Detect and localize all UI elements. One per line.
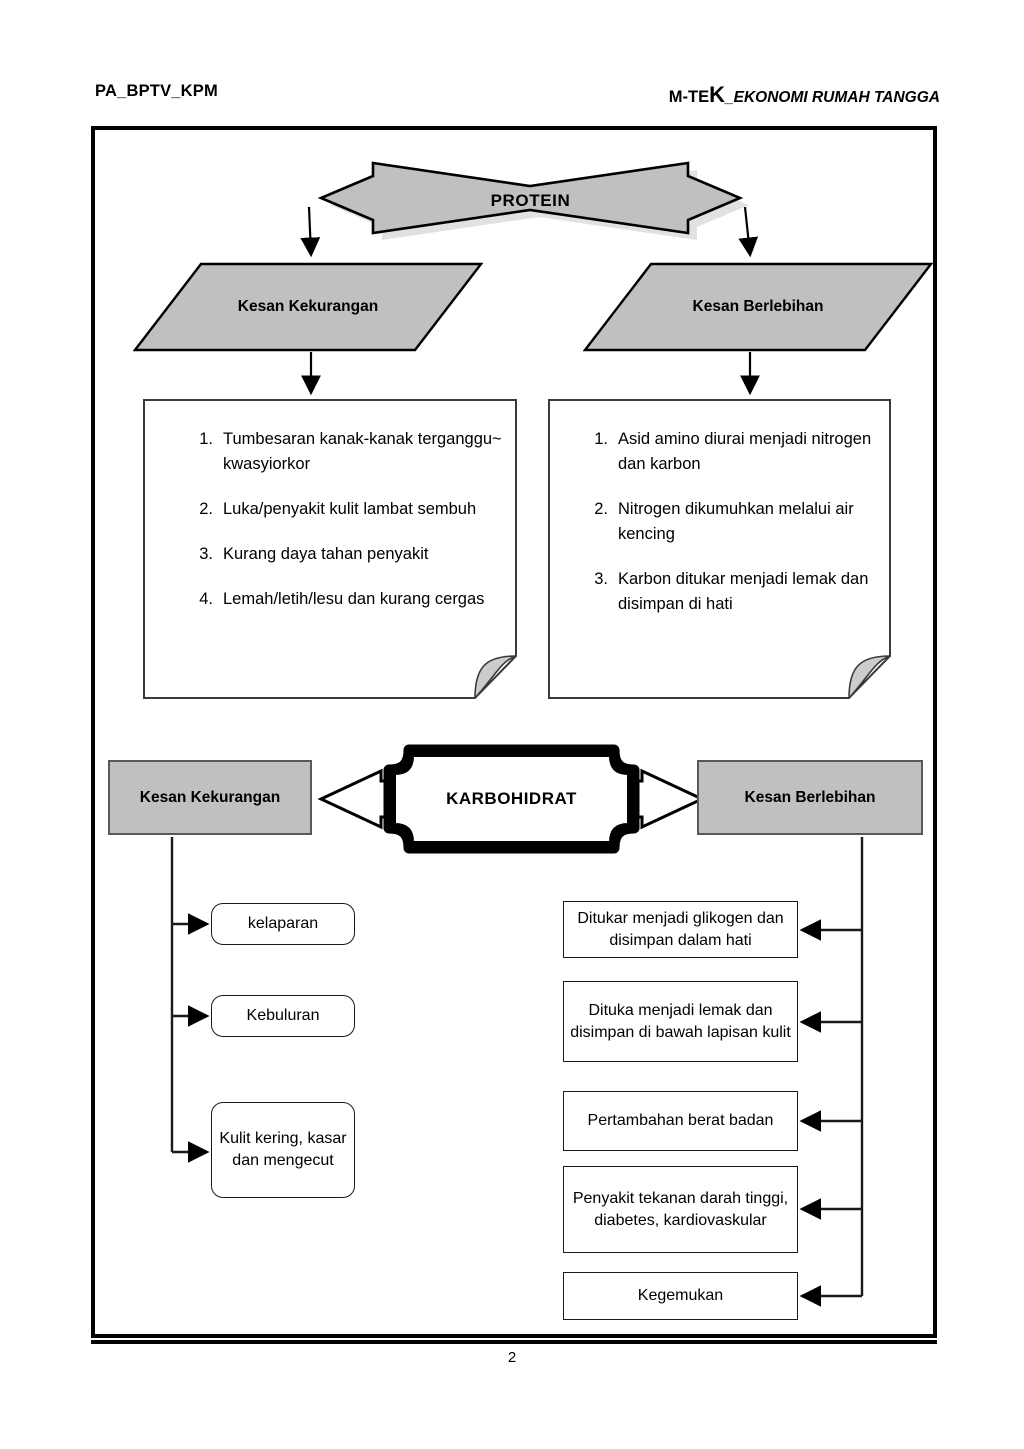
list-item-text: Lemah/letih/lesu dan kurang cergas <box>223 590 485 608</box>
footer-divider <box>91 1340 937 1344</box>
list-item-text: Karbon ditukar menjadi lemak dan disimpa… <box>618 570 869 613</box>
header-right-big-letter: K <box>709 82 725 107</box>
list-item-number: 1. <box>199 430 213 448</box>
list-item: Pertambahan berat badan <box>563 1091 798 1151</box>
list-item: Penyakit tekanan darah tinggi, diabetes,… <box>563 1166 798 1253</box>
protein-deficiency-parallelogram: Kesan Kekurangan <box>132 262 484 352</box>
page-header: PA_BPTV_KPM M-TEK_EKONOMI RUMAH TANGGA <box>0 82 1024 108</box>
list-item-number: 3. <box>199 545 213 563</box>
list-item-text: Luka/penyakit kulit lambat sembuh <box>223 500 477 518</box>
header-right-prefix: M-TE <box>668 88 710 106</box>
list-item: kelaparan <box>211 903 355 945</box>
protein-banner: PROTEIN <box>303 158 758 244</box>
protein-deficiency-label: Kesan Kekurangan <box>237 298 379 315</box>
list-item: Kebuluran <box>211 995 355 1037</box>
list-item-number: 4. <box>199 590 213 608</box>
karbohidrat-excess-box: Kesan Berlebihan <box>697 760 923 835</box>
list-item: 2. Nitrogen dikumuhkan melalui air kencin… <box>578 497 881 547</box>
karbohidrat-card: KARBOHIDRAT <box>383 744 640 854</box>
list-item: 2. Luka/penyakit kulit lambat sembuh <box>183 497 503 522</box>
protein-excess-list: 1. Asid amino diurai menjadi nitrogen dan… <box>548 399 891 617</box>
list-item-number: 2. <box>199 500 213 518</box>
protein-excess-parallelogram: Kesan Berlebihan <box>582 262 934 352</box>
header-right-subject: _EKONOMI RUMAH TANGGA <box>725 89 940 106</box>
list-item-number: 2. <box>594 500 608 518</box>
protein-deficiency-note-body: 1. Tumbesaran kanak-kanak terganggu~ kwas… <box>143 399 517 699</box>
list-item: Ditukar menjadi glikogen dan disimpan da… <box>563 901 798 958</box>
list-item: 1. Tumbesaran kanak-kanak terganggu~ kwas… <box>183 427 503 477</box>
list-item: Dituka menjadi lemak dan disimpan di baw… <box>563 981 798 1062</box>
protein-banner-label: PROTEIN <box>490 191 571 210</box>
list-item-number: 1. <box>594 430 608 448</box>
karbohidrat-card-label: KARBOHIDRAT <box>446 789 577 808</box>
protein-excess-label: Kesan Berlebihan <box>692 298 824 315</box>
protein-deficiency-list: 1. Tumbesaran kanak-kanak terganggu~ kwas… <box>143 399 517 612</box>
protein-deficiency-note: 1. Tumbesaran kanak-kanak terganggu~ kwas… <box>143 399 517 699</box>
list-item: 3. Kurang daya tahan penyakit <box>183 542 503 567</box>
protein-excess-note-body: 1. Asid amino diurai menjadi nitrogen dan… <box>548 399 891 699</box>
list-item-text: Tumbesaran kanak-kanak terganggu~ kwasyi… <box>223 430 502 473</box>
protein-excess-note: 1. Asid amino diurai menjadi nitrogen dan… <box>548 399 891 699</box>
page-number: 2 <box>507 1349 517 1366</box>
list-item-text: Nitrogen dikumuhkan melalui air kencing <box>618 500 854 543</box>
list-item: 3. Karbon ditukar menjadi lemak dan disim… <box>578 567 881 617</box>
list-item: 1. Asid amino diurai menjadi nitrogen dan… <box>578 427 881 477</box>
list-item-text: Asid amino diurai menjadi nitrogen dan k… <box>618 430 872 473</box>
list-item-text: Kurang daya tahan penyakit <box>223 545 429 563</box>
list-item: Kegemukan <box>563 1272 798 1320</box>
list-item-number: 3. <box>594 570 608 588</box>
list-item: Kulit kering, kasar dan mengecut <box>211 1102 355 1198</box>
header-right-title: M-TEK_EKONOMI RUMAH TANGGA <box>669 82 940 108</box>
list-item: 4. Lemah/letih/lesu dan kurang cergas <box>183 587 503 612</box>
karbohidrat-deficiency-box: Kesan Kekurangan <box>108 760 312 835</box>
header-left-code: PA_BPTV_KPM <box>95 82 218 100</box>
